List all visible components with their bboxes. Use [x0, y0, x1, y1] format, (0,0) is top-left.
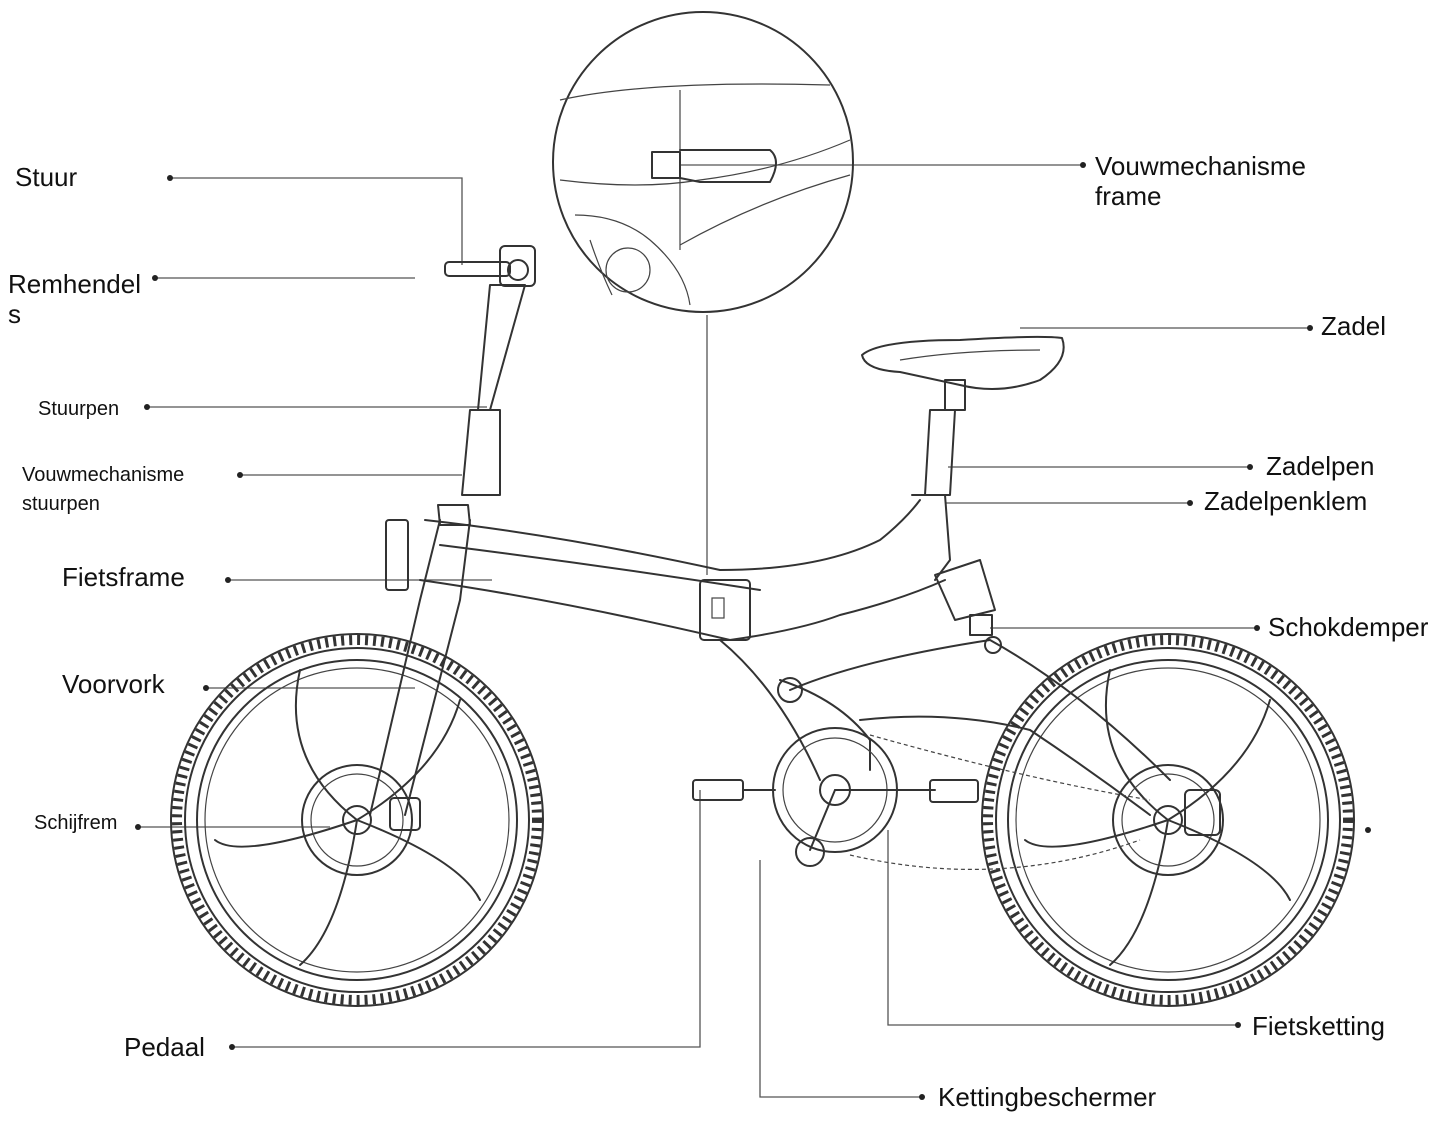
saddle [861, 335, 1065, 411]
label-zadel: Zadel [1321, 311, 1387, 341]
rear-wheel [981, 633, 1355, 1007]
leader-stuur [170, 177, 463, 265]
dot-stuurpen [144, 404, 150, 410]
leader-dots [135, 162, 1371, 1100]
dot-fietsketting [1235, 1022, 1241, 1028]
label-schokdemper: Schokdemper [1268, 612, 1429, 642]
label-schijfrem: Schijfrem [34, 812, 118, 834]
dot-fietsframe [225, 577, 231, 583]
label-zadelpen: Zadelpen [1266, 451, 1375, 481]
front-wheel [170, 633, 544, 1007]
dot-schokdemper [1254, 625, 1260, 631]
bicycle-frame [369, 245, 1171, 816]
dot-extra [1365, 827, 1371, 833]
label-fietsketting: Fietsketting [1252, 1011, 1385, 1041]
label-remhendels: Remhendel s [8, 269, 141, 329]
label-pedaal: Pedaal [124, 1032, 205, 1062]
drivetrain [692, 727, 1151, 870]
dot-zadelpen [1247, 464, 1253, 470]
leader-kettingbeschermer [759, 860, 922, 1098]
label-stuur: Stuur [15, 162, 78, 192]
dot-remhendels [152, 275, 158, 281]
dot-schijfrem [135, 824, 141, 830]
dot-voorvork [203, 685, 209, 691]
leader-pedaal [232, 790, 701, 1048]
dot-kettingbeschermer [919, 1094, 925, 1100]
dot-stuur [167, 175, 173, 181]
dot-zadelpenklem [1187, 500, 1193, 506]
label-vouwmechanisme-frame: Vouwmechanisme frame [1095, 151, 1306, 211]
dot-pedaal [229, 1044, 235, 1050]
label-zadelpenklem: Zadelpenklem [1204, 486, 1368, 516]
label-fietsframe: Fietsframe [62, 562, 185, 592]
label-kettingbeschermer: Kettingbeschermer [938, 1082, 1157, 1112]
label-stuurpen: Stuurpen [38, 398, 120, 420]
dot-vouwmechanisme-frame [1080, 162, 1086, 168]
dot-zadel [1307, 325, 1313, 331]
leader-lines [138, 164, 1310, 1098]
label-voorvork: Voorvork [62, 669, 165, 699]
label-vouwmechanisme-stuurpen: Vouwmechanisme stuurpen [22, 464, 185, 515]
dot-vouwmechanisme-stuurpen [237, 472, 243, 478]
zoom-detail [552, 11, 854, 313]
leader-fietsketting [887, 830, 1238, 1026]
